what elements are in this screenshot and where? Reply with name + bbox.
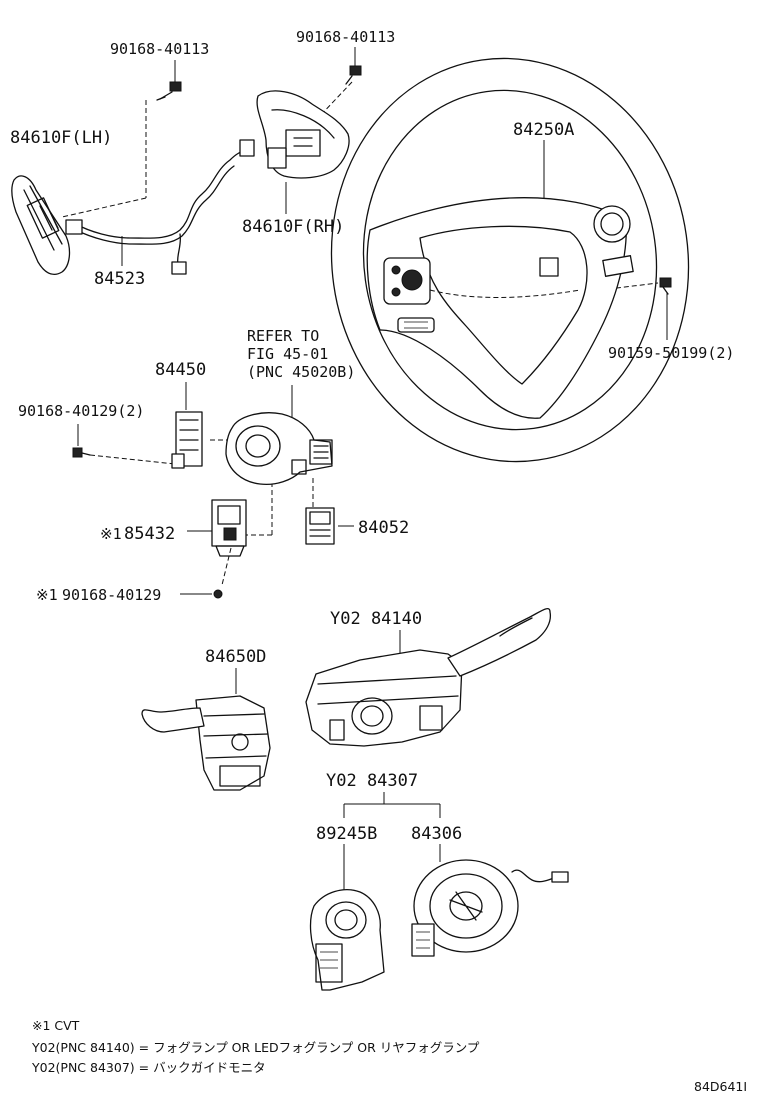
switch-lh (11, 175, 71, 276)
label-refer-line2: FIG 45-01 (247, 345, 328, 363)
label-spiral-group: Y02 84307 (326, 771, 418, 791)
bolt-top-left (156, 81, 182, 101)
figure-id: 84D641I (694, 1079, 747, 1094)
bolt-bottom (213, 589, 223, 599)
label-bolt-bottom: 90168-40129 (62, 586, 161, 604)
label-refer-line1: REFER TO (247, 327, 319, 345)
lever-84650d (141, 695, 271, 791)
label-switch-lh: 84610F(LH) (10, 128, 112, 148)
label-mark-bolt-bottom: ※1 (36, 586, 58, 604)
label-spiral-84306: 84306 (411, 824, 462, 844)
label-switch-84450: 84450 (155, 360, 206, 380)
label-wire-harness: 84523 (94, 269, 145, 289)
label-sensor-85432: 85432 (124, 524, 175, 544)
note-line-3: Y02(PNC 84307) = バックガイドモニタ (31, 1060, 266, 1075)
bolt-wheel (659, 277, 672, 295)
label-bolt-top-left: 90168-40113 (110, 40, 209, 58)
switch-rh (256, 90, 350, 179)
combination-switch-body (225, 412, 333, 486)
label-lever-left: 84650D (205, 647, 266, 667)
label-bolt-top-center: 90168-40113 (296, 28, 395, 46)
label-refer-line3: (PNC 45020B) (247, 363, 355, 381)
label-sensor-89245b: 89245B (316, 824, 377, 844)
bolt-top-center (345, 65, 362, 85)
bolt-84450 (72, 447, 91, 458)
spiral-cable-84306 (411, 859, 569, 957)
connector-84052 (305, 507, 335, 545)
label-connector-84052: 84052 (358, 518, 409, 538)
label-lever-right: Y02 84140 (330, 609, 422, 629)
steering-wheel (330, 57, 690, 463)
note-line-1: ※1 CVT (32, 1018, 80, 1033)
note-line-2: Y02(PNC 84140) = フォグランプ OR LEDフォグランプ OR … (31, 1040, 480, 1055)
switch-84450 (171, 411, 203, 469)
wire-harness (65, 139, 255, 275)
sensor-85432 (211, 499, 247, 557)
lever-84140 (305, 608, 552, 747)
leader-lines (61, 47, 668, 890)
label-switch-rh: 84610F(RH) (242, 217, 344, 237)
label-steering-wheel: 84250A (513, 120, 574, 140)
sensor-89245b (309, 889, 385, 991)
label-mark-85432: ※1 (100, 525, 122, 543)
label-bolt-84450: 90168-40129(2) (18, 402, 144, 420)
